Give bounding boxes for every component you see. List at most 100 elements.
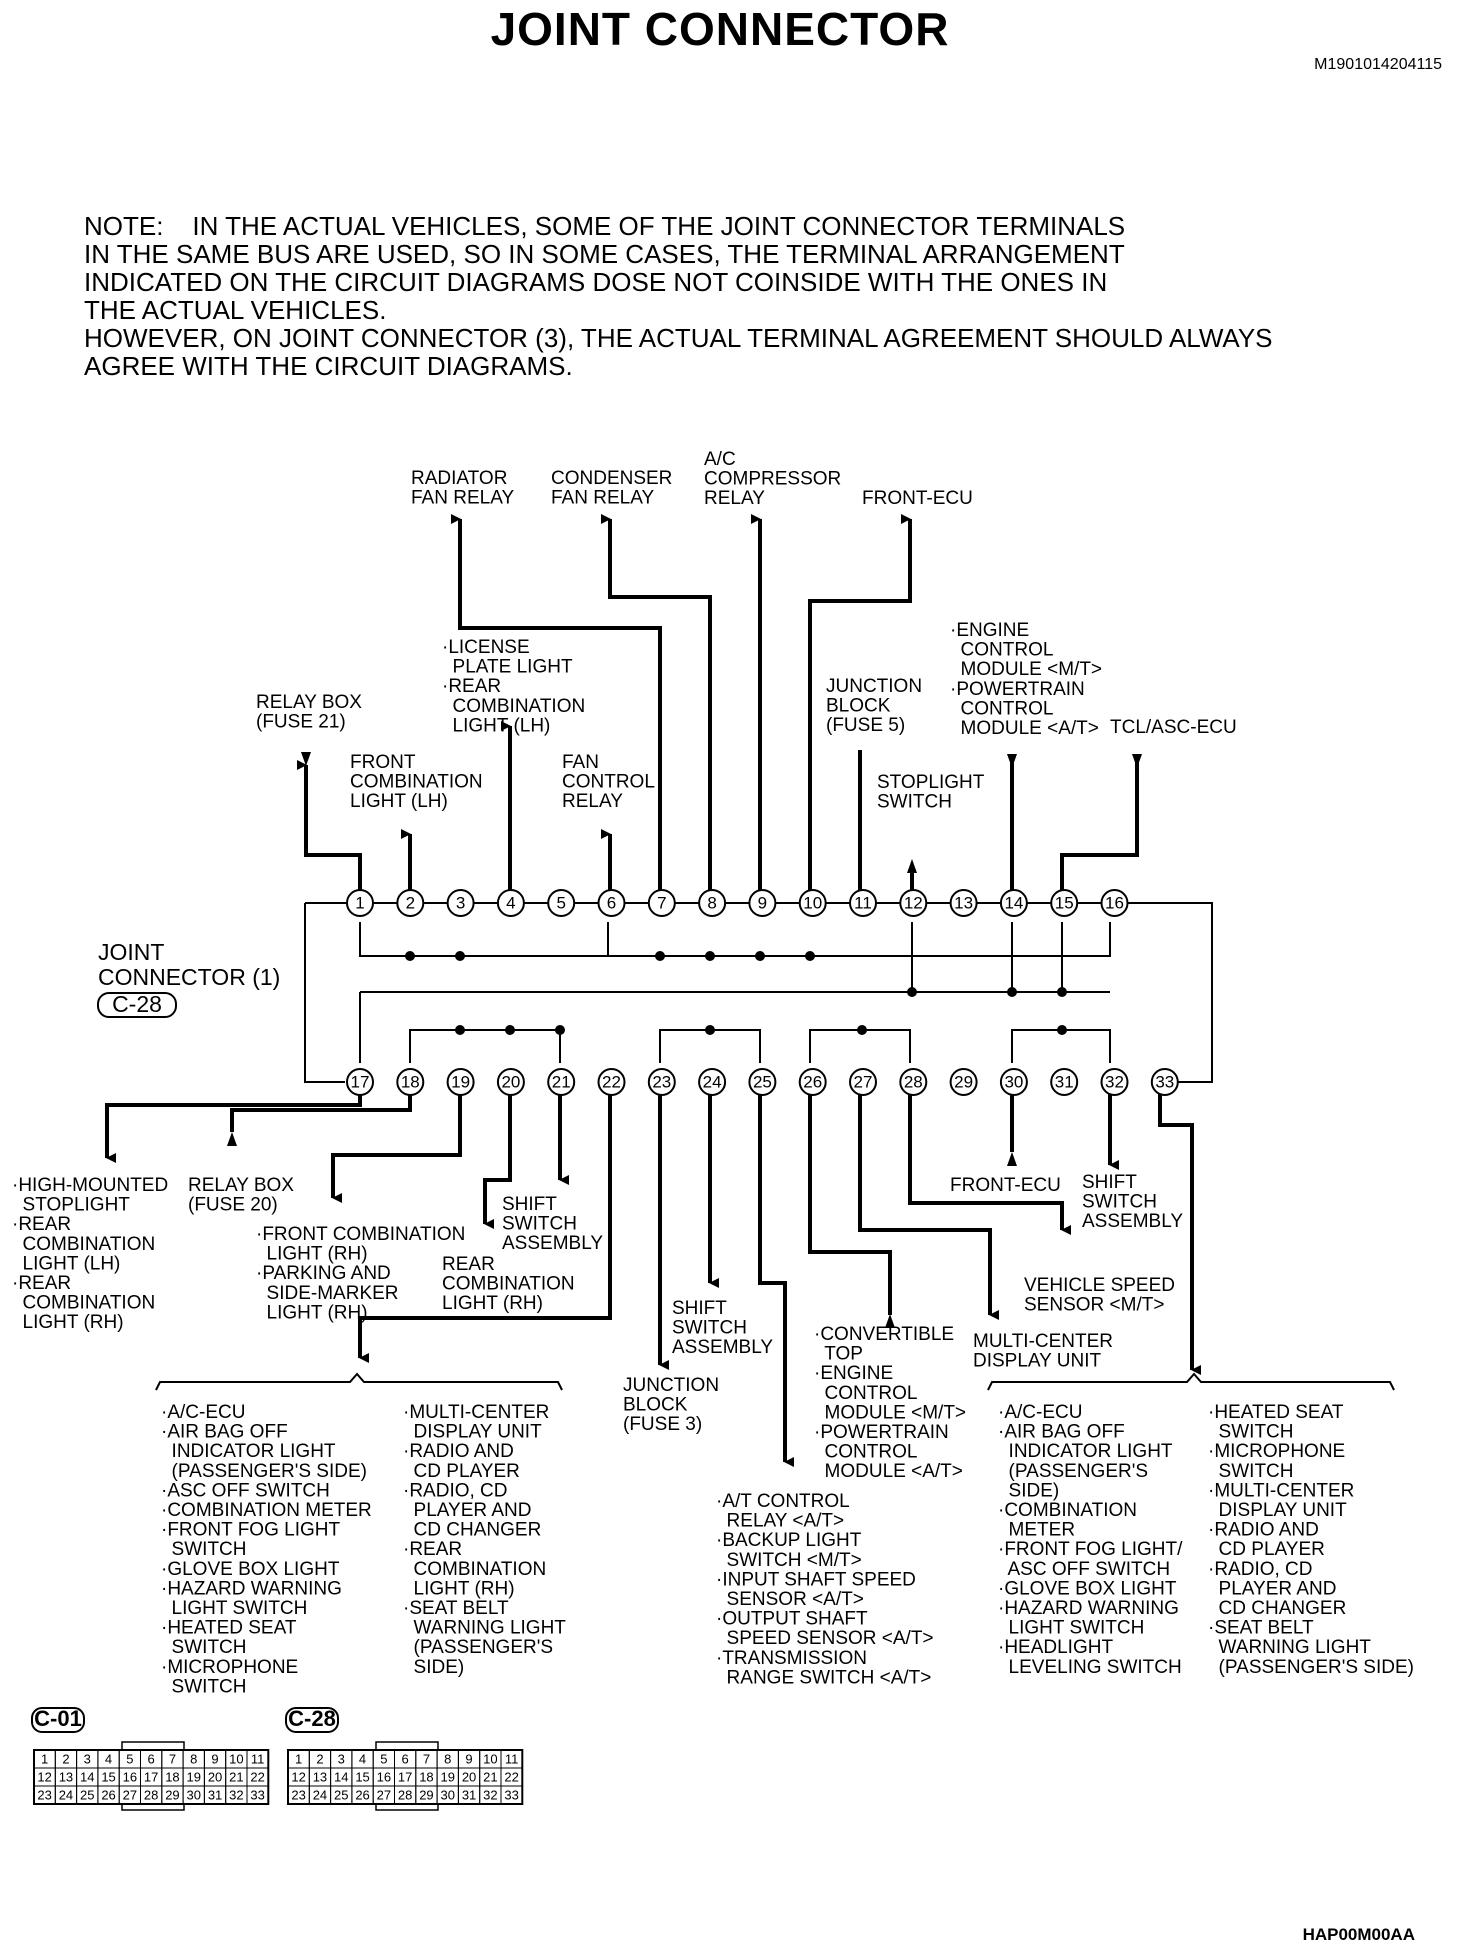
label-line: SWITCH xyxy=(161,1539,247,1560)
connector-pin: 31 xyxy=(1050,1068,1079,1096)
label-line: RELAY BOX xyxy=(188,1175,294,1196)
pin-number: 9 xyxy=(758,894,767,913)
label-line: (PASSENGER'S xyxy=(403,1637,553,1658)
connector-pin: 22 xyxy=(597,1068,626,1096)
label-line: PLATE LIGHT xyxy=(442,657,573,678)
label-line: WARNING LIGHT xyxy=(403,1618,566,1639)
grid-cell: 25 xyxy=(80,1788,94,1803)
label-line: ·A/T CONTROL xyxy=(716,1491,850,1512)
grid-cell: 24 xyxy=(59,1788,73,1803)
label-line: ·ENGINE xyxy=(814,1363,893,1384)
grid-cell: 5 xyxy=(380,1752,387,1767)
label-line: ·RADIO, CD xyxy=(1208,1559,1313,1580)
junction-dots xyxy=(405,951,1067,1035)
label-line: SWITCH xyxy=(877,792,952,813)
label-line: ·CONVERTIBLE xyxy=(814,1324,954,1345)
grid-cell: 16 xyxy=(123,1770,137,1785)
label-line: CONTROL xyxy=(950,698,1053,719)
label-line: DISPLAY UNIT xyxy=(973,1351,1102,1372)
connector-code-frame xyxy=(97,992,177,1018)
connector-label: JOINT xyxy=(98,939,164,965)
grid-cell: 33 xyxy=(504,1788,518,1803)
grid-cell: 29 xyxy=(419,1788,433,1803)
connector-pin: 6 xyxy=(597,889,626,917)
grid-cell: 7 xyxy=(169,1752,176,1767)
grid-cell: 22 xyxy=(250,1770,264,1785)
connector-pin: 24 xyxy=(698,1068,727,1096)
label-line: ·GLOVE BOX LIGHT xyxy=(161,1559,340,1580)
label-line: RELAY BOX xyxy=(256,692,362,713)
grid-cell: 19 xyxy=(187,1770,201,1785)
label-line: LEVELING SWITCH xyxy=(998,1657,1182,1678)
grid-cell: 18 xyxy=(419,1770,433,1785)
label-line: ·INPUT SHAFT SPEED xyxy=(716,1569,916,1590)
grid-cell: 20 xyxy=(462,1770,476,1785)
label-line: FRONT-ECU xyxy=(950,1175,1061,1196)
grid-cell: 16 xyxy=(377,1770,391,1785)
label-line: ·ENGINE xyxy=(950,620,1029,641)
label-line: SENSOR <M/T> xyxy=(1024,1295,1164,1316)
label-line: MODULE <A/T> xyxy=(814,1461,963,1482)
label-line: ·REAR xyxy=(403,1539,462,1560)
label-line: STOPLIGHT xyxy=(12,1195,130,1216)
list-brackets xyxy=(155,1372,1395,1391)
grid-cell: 21 xyxy=(229,1770,243,1785)
label-line: SPEED SENSOR <A/T> xyxy=(716,1628,934,1649)
connector-pin: 14 xyxy=(999,889,1028,917)
connector-code: C-28 xyxy=(112,991,162,1017)
label-line: CD CHANGER xyxy=(403,1520,541,1541)
pin-number: 16 xyxy=(1105,894,1124,913)
label-line: COMBINATION xyxy=(403,1559,546,1580)
label-line: A/C xyxy=(704,449,736,470)
label-line: ASSEMBLY xyxy=(1082,1211,1183,1232)
label-line: ·MULTI-CENTER xyxy=(1208,1480,1354,1501)
grid-cell: 14 xyxy=(334,1770,348,1785)
label-line: ASSEMBLY xyxy=(502,1233,603,1254)
connector-pin: 8 xyxy=(698,889,727,917)
connector-pin: 32 xyxy=(1100,1068,1129,1096)
label-line: ·REAR xyxy=(442,676,501,697)
connector-pin: 33 xyxy=(1150,1068,1179,1096)
grid-cell: 2 xyxy=(316,1752,323,1767)
label-line: DISPLAY UNIT xyxy=(1208,1500,1347,1521)
label-line: SWITCH xyxy=(1082,1192,1157,1213)
label-line: CONDENSER xyxy=(551,468,672,489)
connector-label: CONNECTOR (1) xyxy=(98,964,280,990)
grid-cell: 23 xyxy=(37,1788,51,1803)
label-line: ·COMBINATION xyxy=(998,1500,1137,1521)
grid-cell: 19 xyxy=(441,1770,455,1785)
label-line: ·MICROPHONE xyxy=(1208,1441,1345,1462)
pin-number: 27 xyxy=(854,1073,873,1092)
pin-number: 26 xyxy=(803,1073,822,1092)
connector-pin: 30 xyxy=(999,1068,1028,1096)
label-line: MODULE <M/T> xyxy=(950,659,1102,680)
grid-cell: 9 xyxy=(465,1752,472,1767)
pin-number: 33 xyxy=(1155,1073,1174,1092)
pin-number: 19 xyxy=(451,1073,470,1092)
label-line: ·REAR xyxy=(12,1214,71,1235)
connector-pin: 23 xyxy=(647,1068,676,1096)
label-line: SWITCH xyxy=(502,1214,577,1235)
grid-cell: 18 xyxy=(165,1770,179,1785)
pin-number: 25 xyxy=(753,1073,772,1092)
pin-number: 10 xyxy=(803,894,822,913)
grid-cell: 28 xyxy=(398,1788,412,1803)
label-line: RANGE SWITCH <A/T> xyxy=(716,1667,931,1688)
label-line: ASSEMBLY xyxy=(672,1337,773,1358)
grid-cell: 11 xyxy=(251,1752,265,1767)
pin-number: 11 xyxy=(854,894,872,913)
connector-pin: 27 xyxy=(849,1068,877,1096)
label-at-control: ·A/T CONTROL RELAY <A/T>·BACKUP LIGHT SW… xyxy=(716,1491,934,1688)
pin-number: 2 xyxy=(406,894,415,913)
label-line: (PASSENGER'S SIDE) xyxy=(161,1461,367,1482)
label-line: ·FRONT FOG LIGHT/ xyxy=(998,1539,1183,1560)
label-line: (FUSE 3) xyxy=(623,1414,702,1435)
label-line: INDICATOR LIGHT xyxy=(998,1441,1173,1462)
label-line: COMBINATION xyxy=(442,696,585,717)
label-line: ·BACKUP LIGHT xyxy=(716,1530,862,1551)
label-line: RADIATOR xyxy=(411,468,507,489)
label-line: ·RADIO AND xyxy=(403,1441,514,1462)
